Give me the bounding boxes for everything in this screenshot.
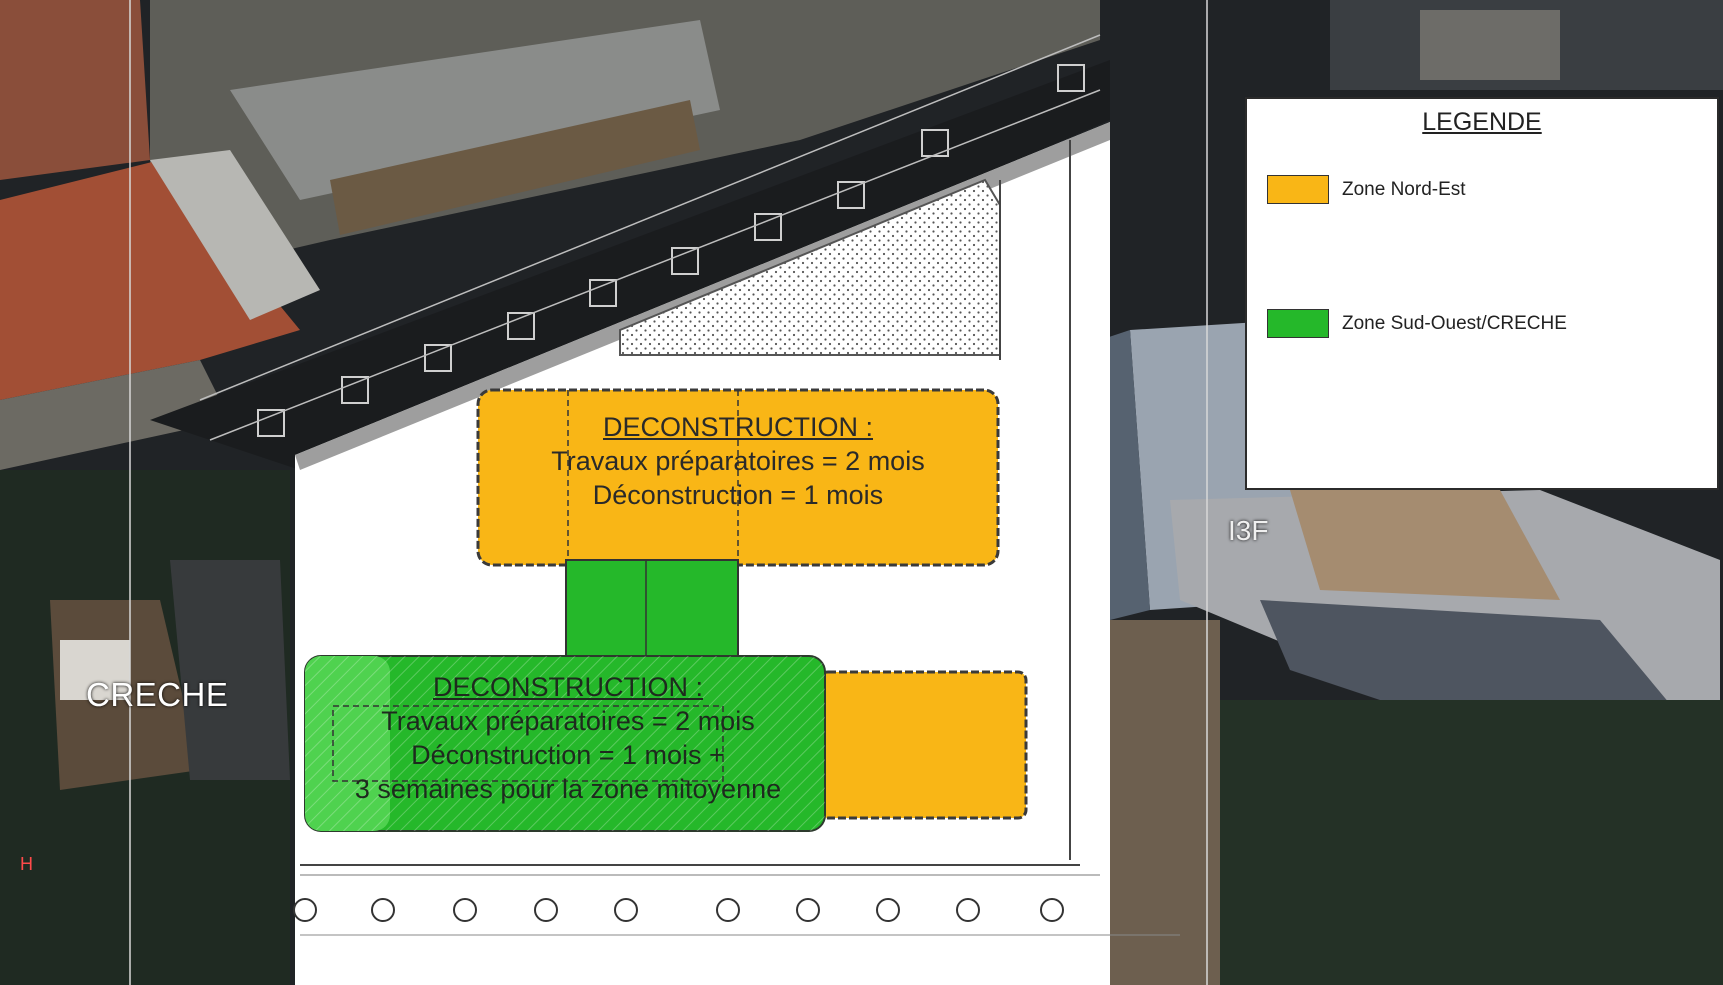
red-roof-building [0, 0, 150, 180]
zone-nord-est-line1: Travaux préparatoires = 2 mois [551, 446, 925, 476]
legend-title: LEGENDE [1422, 108, 1542, 136]
legend-swatch-nord-est [1267, 175, 1329, 204]
zone-sud-ouest-line2: Déconstruction = 1 mois + [411, 740, 725, 770]
zone-nord-est-label: DECONSTRUCTION : Travaux préparatoires =… [478, 410, 998, 512]
zone-sud-ouest-line3: 3 semaines pour la zone mitoyenne [354, 774, 782, 804]
zone-sud-ouest-label: DECONSTRUCTION : Travaux préparatoires =… [298, 670, 838, 806]
zone-sud-ouest-line1: Travaux préparatoires = 2 mois [381, 706, 755, 736]
zone-nord-est-title: DECONSTRUCTION : [603, 412, 873, 442]
zone-nord-est-line2: Déconstruction = 1 mois [592, 480, 884, 510]
map-legend: LEGENDE Zone Nord-Est Zone Sud-Ouest/CRE… [1245, 97, 1719, 490]
legend-label-nord-est: Zone Nord-Est [1342, 179, 1466, 200]
zone-sud-ouest-creche [304, 559, 826, 832]
legend-swatch-sud-ouest [1267, 309, 1329, 338]
place-label-3f: I3F [1228, 515, 1269, 546]
zone-sud-ouest-title: DECONSTRUCTION : [433, 672, 703, 702]
legend-label-sud-ouest: Zone Sud-Ouest/CRECHE [1342, 313, 1567, 334]
h-marker: H [20, 854, 33, 874]
place-label-creche: CRECHE [86, 676, 229, 713]
